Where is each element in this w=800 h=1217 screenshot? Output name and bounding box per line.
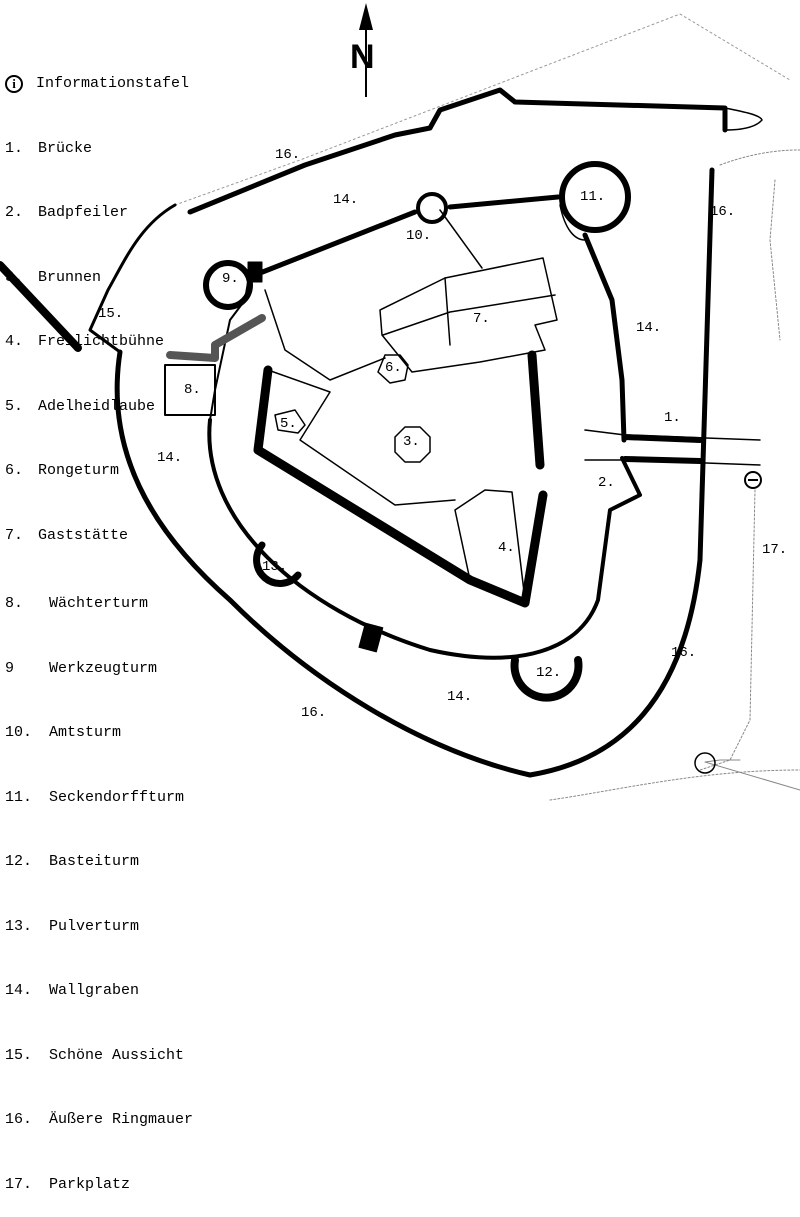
legend-top: i Informationstafel 1. Brücke 2. Badpfeiler… <box>5 30 189 568</box>
legend-num: 14. <box>5 982 33 999</box>
map-label: 15. <box>98 306 124 322</box>
legend-name: Pulverturm <box>49 917 140 935</box>
info-label: Informationstafel <box>36 75 190 92</box>
tower-9 <box>203 260 253 310</box>
legend-item: 15. Schöne Aussicht <box>5 1045 193 1067</box>
legend-num: 16. <box>5 1111 33 1128</box>
legend-num: 5. <box>5 397 24 415</box>
legend-item: 12. Basteiturm <box>5 851 193 873</box>
legend-name: Brunnen <box>38 268 102 286</box>
parking-boundary <box>549 149 800 801</box>
map-label: 16. <box>275 147 301 163</box>
legend-item: 17. Parkplatz <box>5 1174 193 1196</box>
legend-name: Äußere Ringmauer <box>49 1111 194 1128</box>
legend-num: 8. <box>5 595 24 612</box>
north-arrow-icon <box>359 3 373 97</box>
legend-item: 9 Werkzeugturm <box>5 658 193 680</box>
map-label: 12. <box>536 665 562 681</box>
legend-num: 11. <box>5 788 33 806</box>
legend-num: 12. <box>5 853 33 870</box>
legend-name: Gaststätte <box>38 526 129 544</box>
legend-item: 5. Adelheidlaube <box>5 396 189 418</box>
legend-name: Freilichtbühne <box>38 333 165 350</box>
legend-name: Schöne Aussicht <box>49 1046 185 1064</box>
well <box>394 426 431 463</box>
legend-item: 14. Wallgraben <box>5 980 193 1002</box>
legend-item: 6. Rongeturm <box>5 460 189 482</box>
legend-item: 16. Äußere Ringmauer <box>5 1109 193 1131</box>
tower-13 <box>253 541 302 587</box>
compass-label: N <box>350 38 375 76</box>
inner-ring-wall <box>207 418 642 660</box>
legend-num: 13. <box>5 917 33 935</box>
legend-item: 11. Seckendorffturm <box>5 787 193 809</box>
map-label: 14. <box>333 192 359 208</box>
map-label: 6. <box>385 360 402 376</box>
inner-court-wall <box>253 365 548 608</box>
map-label: 4. <box>498 540 515 556</box>
map-label: 9. <box>222 271 239 287</box>
legend-name: Parkplatz <box>49 1175 131 1193</box>
stage-freilichtbuehne <box>454 489 526 601</box>
tower-11 <box>559 161 631 233</box>
map-label: 14. <box>636 320 662 336</box>
tower-10 <box>416 192 448 224</box>
legend-num: 9 <box>5 659 15 677</box>
legend-num: 10. <box>5 724 33 741</box>
legend-item: 1. Brücke <box>5 138 189 160</box>
legend-item: 2. Badpfeiler <box>5 202 189 224</box>
map-label: 10. <box>406 228 432 244</box>
map-label: 2. <box>598 475 615 491</box>
map-label: 16. <box>301 705 327 721</box>
map-label: 3. <box>403 434 420 450</box>
legend-item: 10. Amtsturm <box>5 722 193 744</box>
arbor-5 <box>274 409 306 434</box>
tower-12 <box>510 656 583 702</box>
map-label: 1. <box>664 410 681 426</box>
legend-name: Wächterturm <box>49 595 149 612</box>
legend-num: 15. <box>5 1046 33 1064</box>
legend-item: 3. Brunnen <box>5 267 189 289</box>
map-label: 16. <box>710 204 736 220</box>
legend-num: 17. <box>5 1175 33 1193</box>
outer-ring-wall <box>187 87 728 215</box>
legend-name: Rongeturm <box>38 462 120 479</box>
legend-num: 4. <box>5 333 24 350</box>
terrain-outline <box>174 13 791 206</box>
legend-item: 4. Freilichtbühne <box>5 331 189 353</box>
tower-6 <box>377 354 409 384</box>
road-line <box>0 261 82 352</box>
legend-num: 7. <box>5 526 24 544</box>
info-icon: i <box>5 74 23 93</box>
legend-name: Werkzeugturm <box>49 659 158 677</box>
legend-num: 1. <box>5 139 24 157</box>
map-label: 17. <box>762 542 788 558</box>
legend-item: 8. Wächterturm <box>5 593 193 615</box>
tower-8 <box>164 364 216 416</box>
legend-name: Basteiturm <box>49 853 140 870</box>
legend-name: Amtsturm <box>49 724 122 741</box>
map-label: 14. <box>157 450 183 466</box>
legend-num: 2. <box>5 204 24 221</box>
legend-num: 3. <box>5 268 24 286</box>
map-label: 16. <box>671 645 697 661</box>
map-label: 13. <box>262 559 288 575</box>
building-gaststaette <box>379 257 558 373</box>
map-label: 14. <box>447 689 473 705</box>
legend-name: Seckendorffturm <box>49 788 185 806</box>
legend-item: 7. Gaststätte <box>5 525 189 547</box>
legend-name: Wallgraben <box>49 982 140 999</box>
legend-item: 13. Pulverturm <box>5 916 193 938</box>
map-label: 8. <box>184 382 201 398</box>
legend-num: 6. <box>5 462 24 479</box>
legend-name: Adelheidlaube <box>38 397 156 415</box>
map-label: 11. <box>580 189 606 205</box>
map-label: 7. <box>473 311 490 327</box>
legend-name: Badpfeiler <box>38 204 129 221</box>
legend-name: Brücke <box>38 139 93 157</box>
castle-map <box>0 3 800 801</box>
map-label: 5. <box>280 416 297 432</box>
